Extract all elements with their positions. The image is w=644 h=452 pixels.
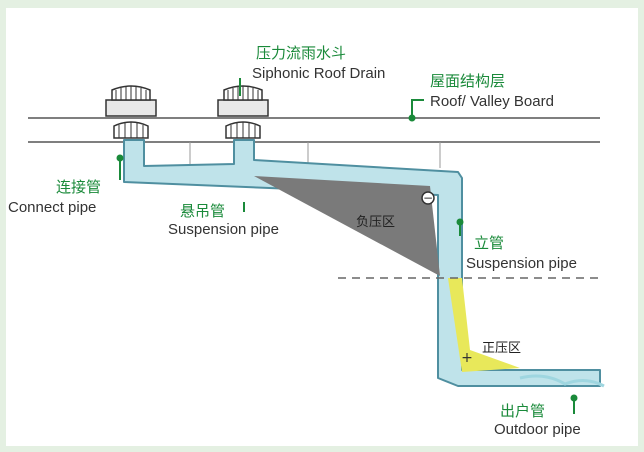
pipe-network [123, 139, 605, 388]
riser-marker-icon [456, 218, 464, 226]
siphonic-drain-label-cn: 压力流雨水斗 [256, 44, 346, 62]
negative-marker-icon [421, 191, 435, 205]
suspension-pipe-label-cn: 悬吊管 [180, 202, 225, 220]
leader-lines [119, 78, 575, 414]
roof-board-label-cn: 屋面结构层 [430, 72, 505, 90]
minus-symbol: − [423, 191, 433, 205]
connect-pipe-label-en: Connect pipe [8, 199, 96, 216]
riser-label-en: Suspension pipe [466, 255, 577, 272]
roof-board-label-en: Roof/ Valley Board [430, 93, 554, 110]
riser-label-cn: 立管 [474, 234, 504, 252]
positive-pressure-zone [448, 278, 520, 372]
connect-pipe-label-cn: 连接管 [56, 178, 101, 196]
connect-pipe-marker-icon [116, 154, 124, 162]
plus-symbol: + [461, 350, 473, 366]
siphonic-drain-label-en: Siphonic Roof Drain [252, 65, 385, 82]
siphonic-drain-icon [105, 85, 157, 139]
negative-pressure-zone [254, 176, 440, 276]
outdoor-pipe-label-en: Outdoor pipe [494, 421, 581, 438]
negative-pressure-label: 负压区 [356, 215, 395, 230]
outdoor-pipe-label-cn: 出户管 [500, 402, 545, 420]
siphonic-drain-icon [217, 85, 269, 139]
roof-board-marker-icon [408, 114, 416, 122]
outdoor-pipe-marker-icon [570, 394, 578, 402]
suspension-pipe-label-en: Suspension pipe [168, 221, 279, 238]
positive-pressure-label: 正压区 [482, 341, 521, 356]
